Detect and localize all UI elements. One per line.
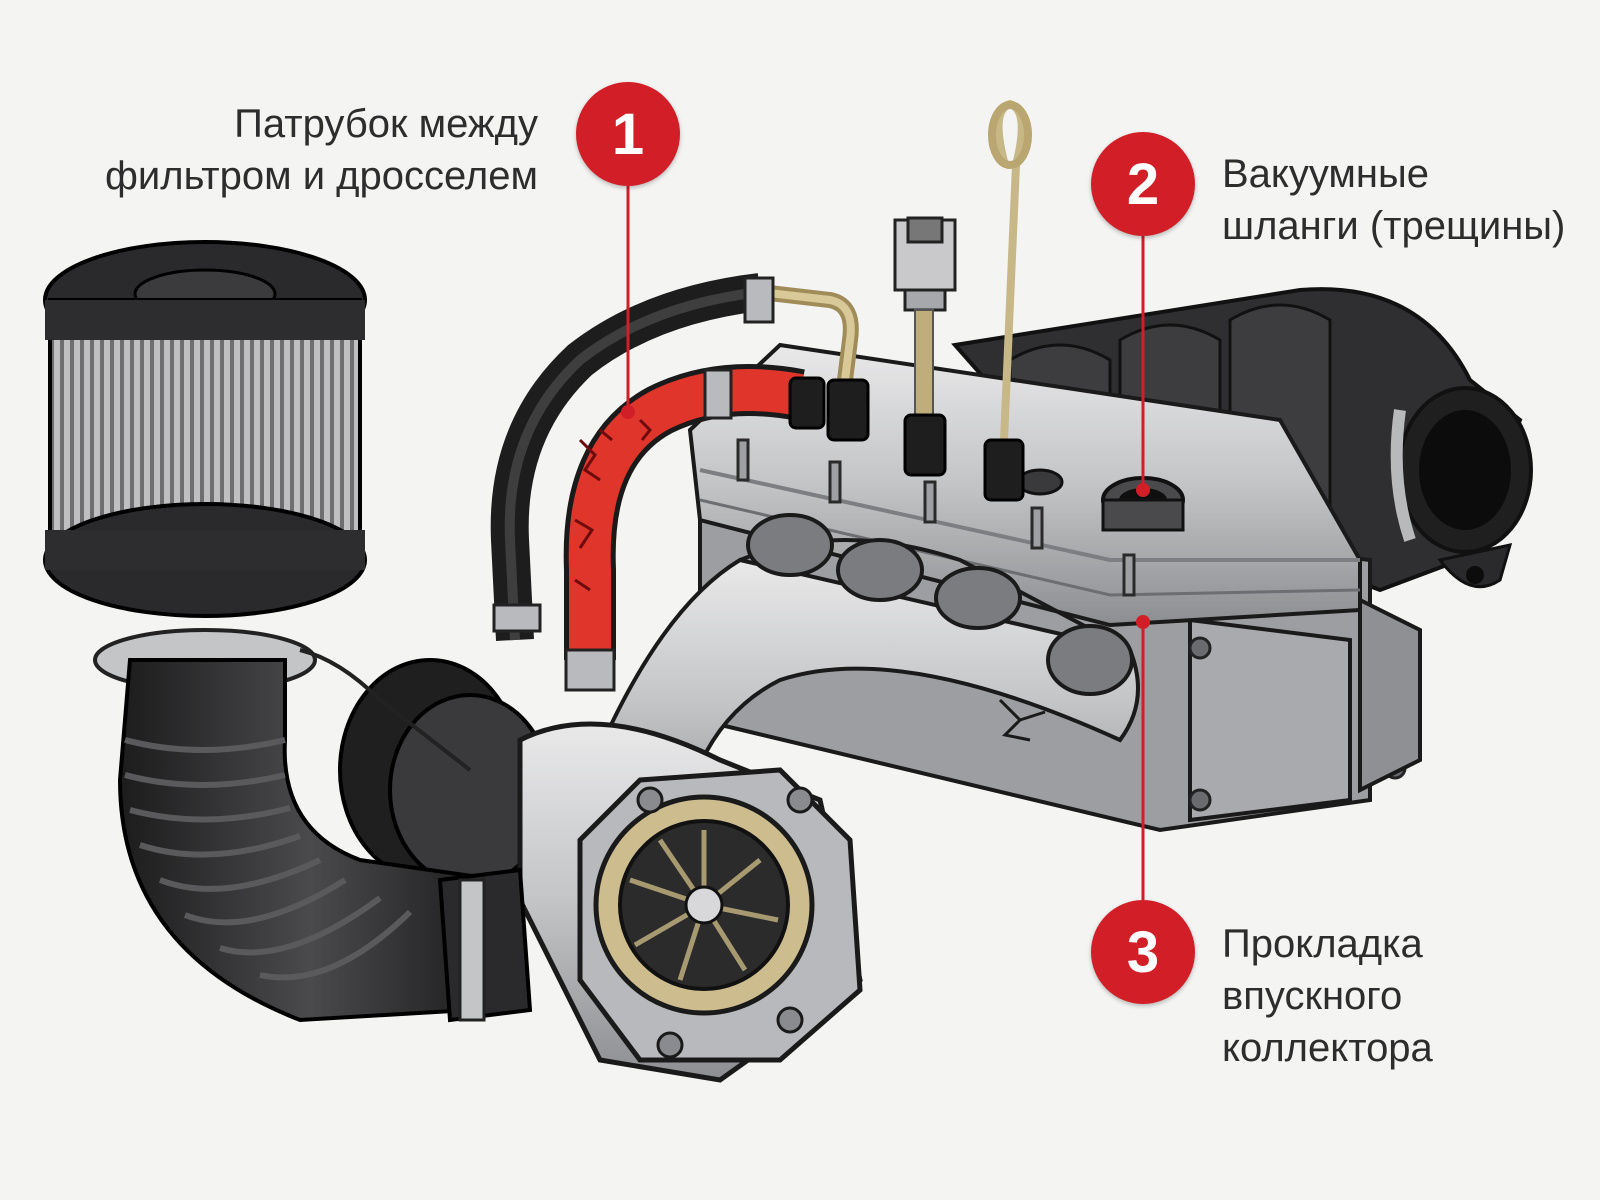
callout-label-1-line-2: фильтром и дросселем xyxy=(104,154,538,198)
dipstick xyxy=(983,99,1032,502)
callout-label-1-line-1: Патрубок между xyxy=(234,102,538,146)
air-filter xyxy=(43,240,367,692)
callout-leaders xyxy=(621,186,1150,900)
callout-label-2-line-2: шланги (трещины) xyxy=(1222,204,1566,248)
callout-badge-1: 1 xyxy=(576,82,680,186)
callout-label-3-line-2: впускного xyxy=(1222,974,1403,1018)
intake-pipe xyxy=(117,648,533,1023)
callout-label-3-line-3: коллектора xyxy=(1222,1026,1433,1070)
vacuum-hose-black xyxy=(490,273,775,641)
callout-badge-2: 2 xyxy=(1091,132,1195,236)
callout-label-2-line-1: Вакуумные xyxy=(1222,152,1430,196)
vacuum-hose-cracked-red xyxy=(563,364,826,692)
callout-label-2: Вакуумные шланги (трещины) xyxy=(1222,148,1565,252)
vacuum-hose-brass xyxy=(759,284,870,442)
throttle-body xyxy=(338,658,863,1083)
callout-badge-3: 3 xyxy=(1091,900,1195,1004)
callout-label-3-line-1: Прокладка xyxy=(1222,922,1423,966)
callout-label-3: Прокладка впускного коллектора xyxy=(1222,918,1433,1074)
callout-label-1: Патрубок между фильтром и дросселем xyxy=(105,98,538,202)
manifold-runners xyxy=(557,513,1140,853)
sensor xyxy=(893,216,957,477)
